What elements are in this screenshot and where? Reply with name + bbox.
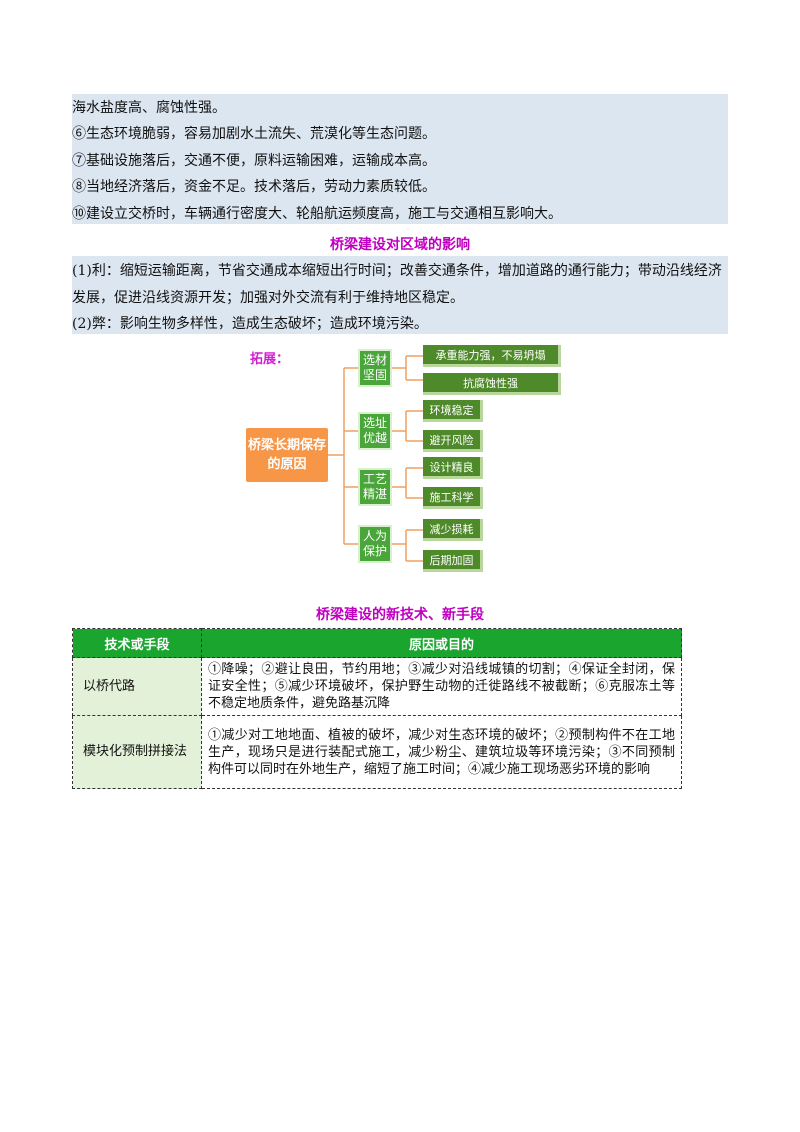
leaf-node: 减少损耗 <box>423 519 483 541</box>
method-cell: 以桥代路 <box>72 657 202 716</box>
column-header: 技术或手段 <box>72 628 202 658</box>
leaf-node: 设计精良 <box>423 457 483 479</box>
top-text-box: 海水盐度高、腐蚀性强。 ⑥生态环境脆弱，容易加剧水土流失、荒漠化等生态问题。 ⑦… <box>72 94 728 224</box>
text-line: ⑩建设立交桥时，车辆通行密度大、轮船航运频度高，施工与交通相互影响大。 <box>72 206 562 222</box>
table-row: 以桥代路 ①降噪；②避让良田，节约用地；③减少对沿线城镇的切割；④保证全封闭，保… <box>72 657 682 716</box>
leaf-node: 环境稳定 <box>423 400 483 422</box>
text-line: 海水盐度高、腐蚀性强。 <box>72 100 226 116</box>
table-row: 模块化预制拼接法 ①减少对工地地面、植被的破坏，减少对生态环境的破坏；②预制构件… <box>72 715 682 789</box>
category-node: 选材坚固 <box>358 349 392 387</box>
impact-text-box: (1)利：缩短运输距离，节省交通成本缩短出行时间；改善交通条件，增加道路的通行能… <box>72 256 728 334</box>
new-tech-table: 技术或手段 原因或目的 以桥代路 ①降噪；②避让良田，节约用地；③减少对沿线城镇… <box>72 628 682 789</box>
text-line: (2)弊：影响生物多样性，造成生态破坏；造成环境污染。 <box>72 316 428 332</box>
reason-cell: ①减少对工地地面、植被的破坏，减少对生态环境的破坏；②预制构件不在工地生产，现场… <box>201 715 682 789</box>
connector-lines <box>328 355 423 562</box>
leaf-node: 承重能力强，不易坍塌 <box>423 345 561 367</box>
section-heading-impact: 桥梁建设对区域的影响 <box>330 237 470 253</box>
leaf-node: 避开风险 <box>423 430 483 452</box>
text-line: ⑦基础设施落后，交通不便，原料运输困难，运输成本高。 <box>72 153 436 169</box>
category-node: 工艺精湛 <box>358 468 392 506</box>
text-line: ⑧当地经济落后，资金不足。技术落后，劳动力素质较低。 <box>72 179 436 195</box>
category-node: 选址优越 <box>358 412 392 450</box>
text-line: 发展，促进沿线资源开发；加强对外交流有利于维持地区稳定。 <box>72 290 464 306</box>
reason-cell: ①降噪；②避让良田，节约用地；③减少对沿线城镇的切割；④保证全封闭，保证安全性；… <box>201 657 682 716</box>
section-heading-new-tech: 桥梁建设的新技术、新手段 <box>316 607 484 623</box>
extension-label: 拓展： <box>250 352 290 367</box>
preservation-diagram: 拓展： 桥梁长期保存的原因 选材坚固 选址优越 工艺精湛 人为保护 承重能力强，… <box>240 344 570 576</box>
root-node: 桥梁长期保存的原因 <box>246 428 328 482</box>
text-line: ⑥生态环境脆弱，容易加剧水土流失、荒漠化等生态问题。 <box>72 126 436 142</box>
leaf-node: 后期加固 <box>423 550 483 572</box>
text-line: (1)利：缩短运输距离，节省交通成本缩短出行时间；改善交通条件，增加道路的通行能… <box>72 263 722 279</box>
column-header: 原因或目的 <box>201 628 682 658</box>
method-cell: 模块化预制拼接法 <box>72 715 202 789</box>
leaf-node: 施工科学 <box>423 487 483 509</box>
leaf-node: 抗腐蚀性强 <box>423 373 561 395</box>
category-node: 人为保护 <box>358 525 392 563</box>
table-header-row: 技术或手段 原因或目的 <box>72 628 682 658</box>
